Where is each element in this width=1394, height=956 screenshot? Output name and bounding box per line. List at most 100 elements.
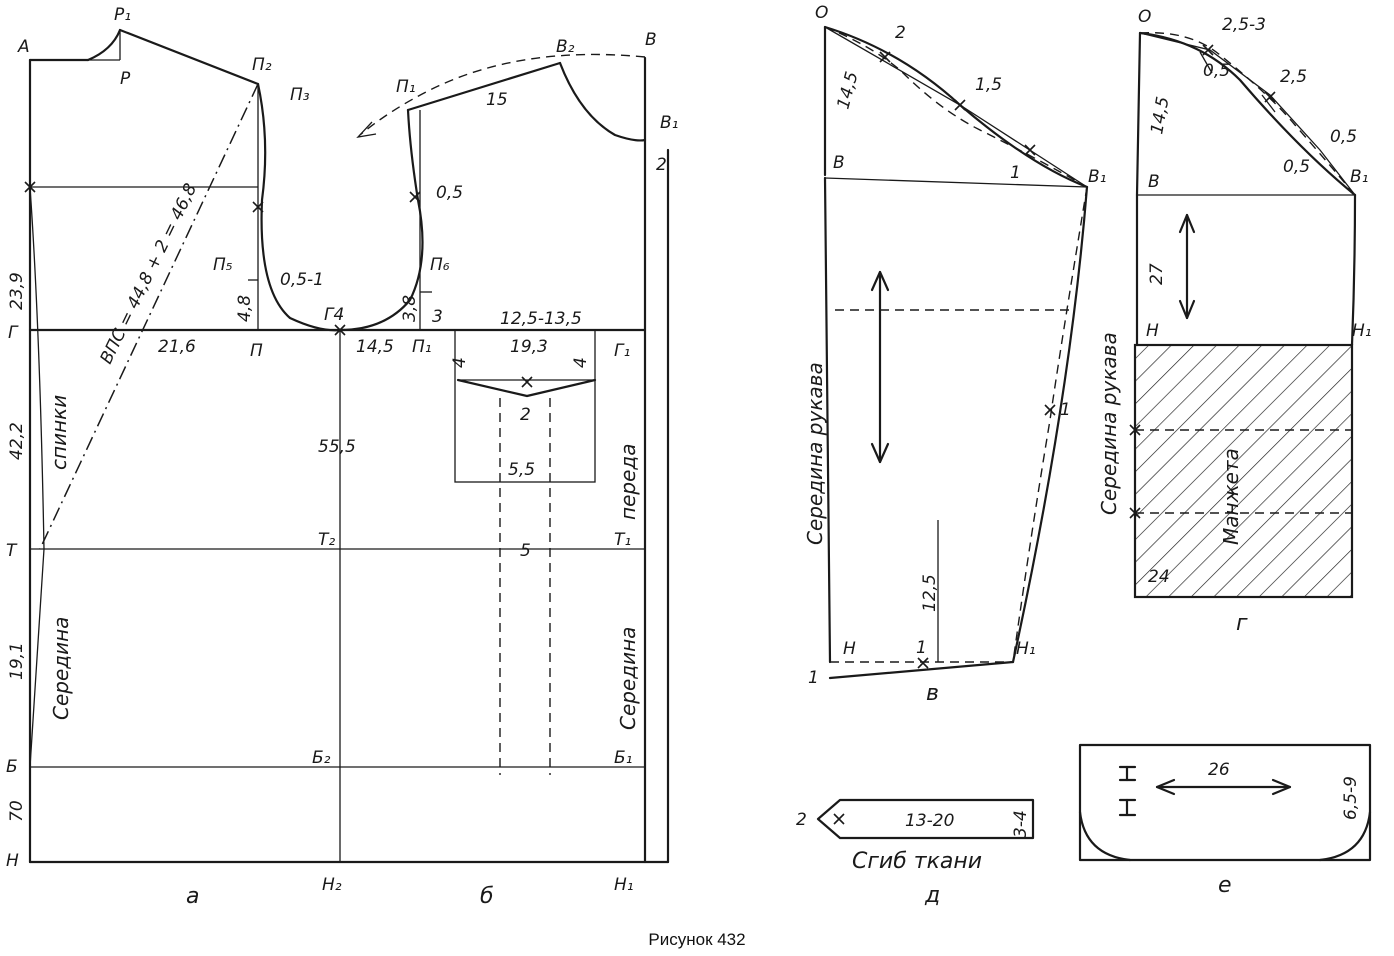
shoulder-rotation-arc — [359, 53, 646, 136]
point-h: Н — [6, 851, 19, 871]
sleeve2-cap-curve — [1138, 31, 1357, 197]
panel-a-bodice-draft: А Р₁ Р П₂ П₃ П₁ В₂ В В₁ 2 15 0,5 П₅ 0,5-… — [6, 5, 678, 909]
sublabel-e: е — [1218, 873, 1232, 898]
dim-70: 70 — [7, 800, 27, 822]
label-spinki: спинки — [47, 395, 71, 470]
sleeve-dim-1-hem: 1 — [916, 638, 927, 658]
dim-239: 23,9 — [7, 272, 27, 310]
sleeve2-tick-1 — [1199, 51, 1213, 74]
sleeve2-right — [1350, 193, 1357, 347]
sleeve2-dim-253: 2,5-3 — [1222, 15, 1266, 35]
point-v: В — [645, 30, 657, 50]
dim-422: 42,2 — [7, 422, 27, 460]
dim-05-1: 0,5-1 — [280, 270, 324, 290]
dim-3: 3 — [432, 307, 443, 327]
dim-55: 5,5 — [508, 460, 535, 480]
point-t2: Т₂ — [318, 530, 335, 550]
label-seredina-back: Середина — [49, 617, 73, 720]
point-pi5: П₅ — [213, 255, 233, 275]
sleeve-cap-chord — [824, 26, 1088, 188]
point-t: Т — [6, 541, 18, 561]
sleeve-cap-curve — [823, 25, 1089, 189]
sublabel-d: д — [924, 883, 940, 908]
point-pi6: П₆ — [430, 255, 450, 275]
point-v2: В₂ — [556, 37, 575, 57]
grain-arrow-g-head-bottom — [1178, 299, 1196, 320]
sleeve2-dim-145: 14,5 — [1147, 95, 1173, 136]
sleeve-hem — [828, 660, 1015, 680]
sleeve2-dim-05c: 0,5 — [1283, 157, 1310, 177]
dim-145: 14,5 — [356, 337, 394, 357]
sublabel-a: а — [186, 884, 199, 909]
point-pi3: П₃ — [290, 85, 310, 105]
flap-corner-left — [1078, 810, 1132, 862]
front-shoulder-line — [406, 61, 562, 112]
sleeve-dim-1-side: 1 — [1060, 400, 1071, 420]
sleeve-center-label: Середина рукава — [803, 362, 827, 545]
panel-d-fold-strip: 2 13-20 3-4 Сгиб ткани д — [796, 798, 1035, 908]
control-marks — [24, 181, 533, 388]
flap-corner-right — [1318, 810, 1372, 862]
sleeve-dim-125: 12,5 — [920, 574, 940, 612]
grain-symbol — [1118, 765, 1137, 817]
arc-arrowhead — [356, 121, 377, 138]
sleeve-dim-145: 14,5 — [834, 70, 863, 112]
point-b1: Б₁ — [614, 748, 632, 768]
sleeve-dim-15: 1,5 — [975, 75, 1002, 95]
sleeve-dim-1-top: 1 — [1010, 163, 1021, 183]
sleeve2-left-top — [1135, 31, 1142, 197]
sleeve2-cap-chords — [1139, 32, 1356, 196]
grain-arrow-g-head-top — [1178, 213, 1196, 234]
strip-dim-34: 3-4 — [1011, 810, 1031, 838]
label-pereda: переда — [616, 444, 640, 520]
panel-e-flap: 26 6,5-9 е — [1078, 743, 1372, 898]
point-g1: Г₁ — [614, 341, 630, 361]
panel-v-sleeve: О 2 1,5 14,5 1 В В₁ Середина рукава 1 12… — [803, 3, 1106, 706]
sleeve-center-line — [823, 176, 832, 664]
dim-2-pocket: 2 — [520, 405, 531, 425]
point-g4: Г4 — [324, 305, 344, 325]
flap-arrow-left — [1155, 778, 1176, 796]
sublabel-v: в — [926, 681, 939, 706]
sleeve2-dim-05a: 0,5 — [1203, 61, 1230, 81]
front-armhole-curve — [338, 108, 424, 332]
dim-4-left: 4 — [450, 357, 470, 368]
point-pi: П — [250, 341, 263, 361]
sleeve-point-b1: В₁ — [1088, 167, 1106, 187]
cuff-dim-24: 24 — [1148, 567, 1170, 587]
flap-dim-26: 26 — [1208, 760, 1230, 780]
strip-outline — [816, 798, 1035, 840]
dim-191: 19,1 — [7, 642, 27, 680]
front-neck-curve — [558, 61, 647, 142]
flap-dim-659: 6,5-9 — [1341, 776, 1361, 820]
dim-15: 15 — [486, 90, 508, 110]
panel-g-sleeve-cuff: О 2,5-3 0,5 2,5 14,5 0,5 0,5 В В₁ 27 Н Н… — [1097, 7, 1372, 636]
sleeve2-point-b: В — [1148, 172, 1160, 192]
sleeve2-center-label: Середина рукава — [1097, 332, 1121, 515]
point-g: Г — [8, 323, 19, 343]
point-pi2: П₂ — [252, 55, 272, 75]
point-pi1: П₁ — [412, 337, 432, 357]
sleeve2-point-h: Н — [1146, 321, 1159, 341]
flap-outline — [1078, 743, 1372, 862]
point-p: Р — [120, 69, 131, 89]
sleeve2-dim-25: 2,5 — [1280, 67, 1307, 87]
sleeve2-point-h1: Н₁ — [1352, 321, 1372, 341]
point-b: Б — [6, 757, 18, 777]
grain-arrow-v-head-bottom — [870, 442, 890, 464]
sleeve-point-h: Н — [843, 639, 856, 659]
sleeve-bicep-line — [824, 177, 1088, 188]
sleeve2-dim-27: 27 — [1147, 263, 1167, 285]
dim-125-135: 12,5-13,5 — [500, 309, 582, 329]
figure-caption: Рисунок 432 — [648, 930, 746, 949]
cuff-hatched-area — [1133, 343, 1354, 599]
back-shoulder-line — [118, 28, 260, 86]
sleeve2-cap-dashed — [1139, 31, 1356, 196]
sleeve-underarm-seam — [1011, 185, 1089, 664]
sleeve-point-h1: Н₁ — [1016, 639, 1036, 659]
point-v1: В₁ — [660, 113, 678, 133]
point-p1: Р₁ — [114, 5, 131, 25]
label-seredina-front: Середина — [616, 627, 640, 730]
dim-193: 19,3 — [510, 337, 548, 357]
